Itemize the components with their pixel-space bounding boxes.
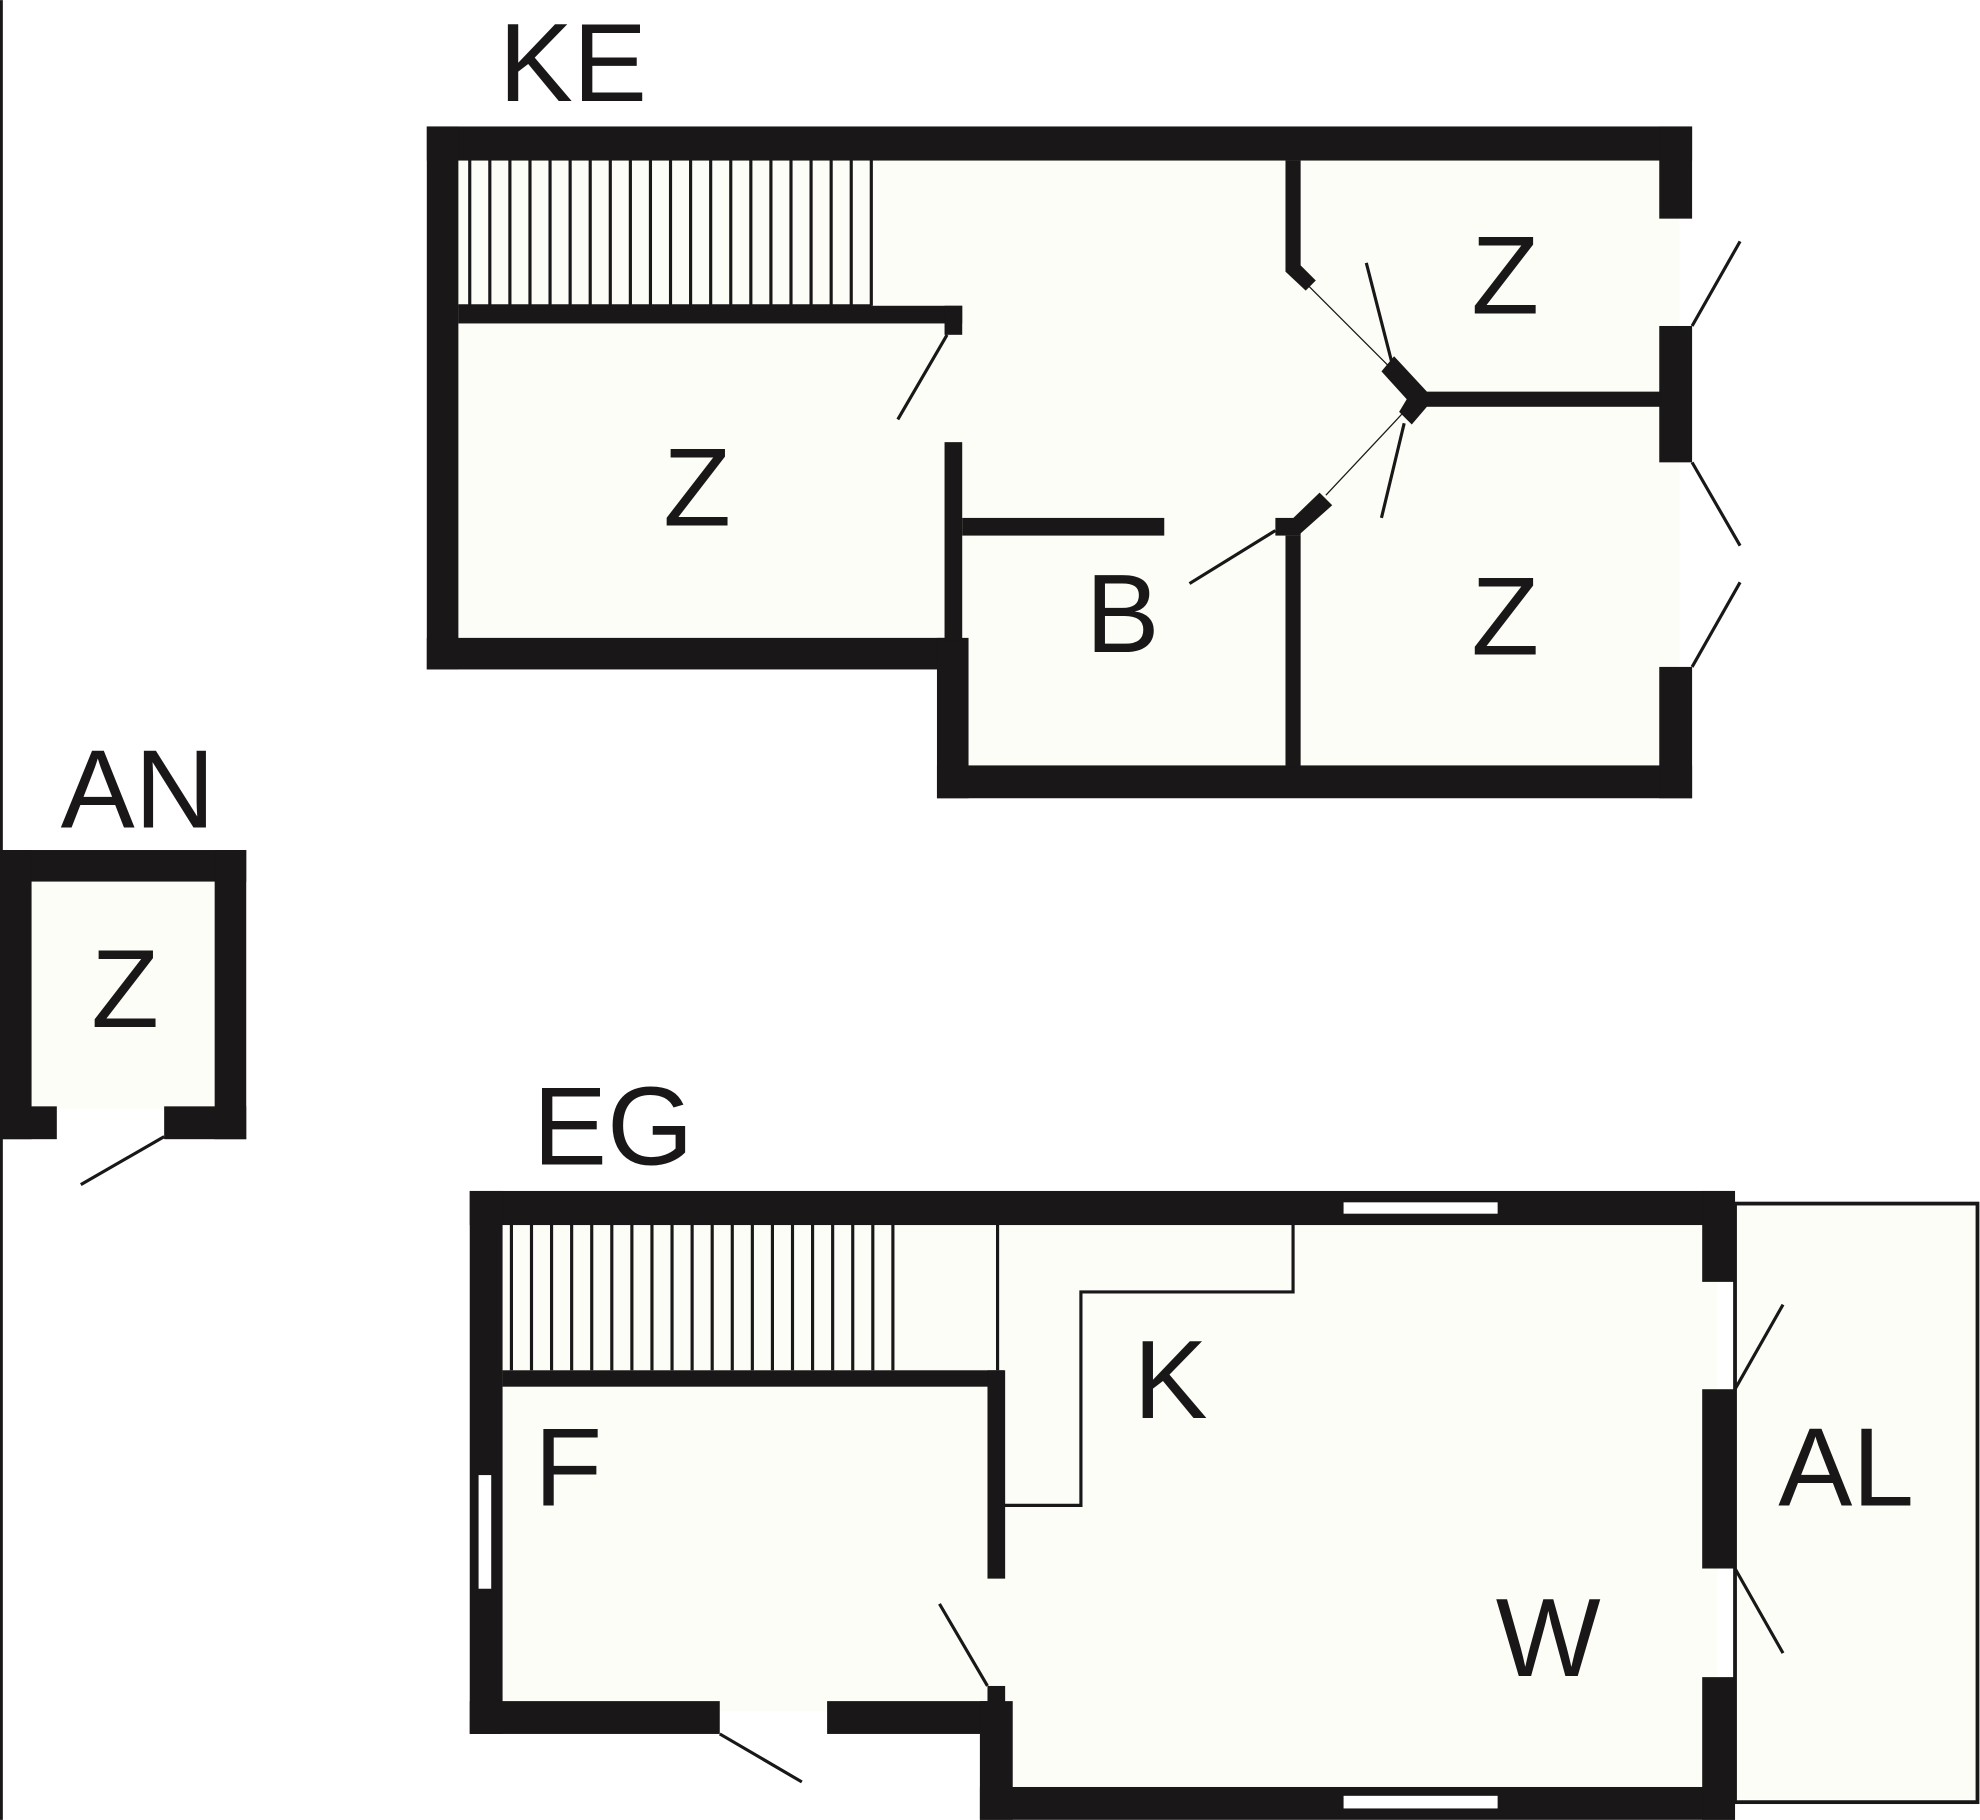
wall — [1285, 160, 1301, 272]
wall — [1702, 1677, 1736, 1820]
wall — [1381, 356, 1427, 425]
door-swing — [1690, 461, 1742, 547]
opening-edge — [1307, 285, 1390, 367]
floor-ke: KE Z Z B Z — [426, 0, 1742, 799]
room-label: AL — [1778, 1404, 1914, 1529]
room-fill — [31, 881, 215, 1109]
wall — [0, 1106, 57, 1140]
wall — [164, 1106, 247, 1140]
wall — [0, 850, 247, 882]
kitchen-counter — [1003, 1225, 1295, 1507]
wall — [458, 305, 963, 324]
room-label: Z — [1471, 553, 1539, 678]
wall — [1659, 325, 1693, 463]
wall — [469, 1190, 503, 1734]
floor-an: AN Z — [0, 726, 247, 1187]
window — [1341, 1199, 1501, 1217]
floor-label-eg: EG — [533, 1063, 694, 1188]
door-swing — [1379, 422, 1406, 519]
door-swing — [896, 334, 949, 421]
wall — [1285, 535, 1301, 768]
wall — [987, 1370, 1006, 1579]
door-swing — [80, 1135, 165, 1187]
window — [476, 1472, 494, 1592]
room-fill — [997, 1692, 1718, 1800]
wall — [1702, 1389, 1736, 1569]
room-label: F — [534, 1404, 602, 1529]
door-swing — [1188, 529, 1277, 585]
door-swing — [1364, 262, 1394, 362]
room-fill — [953, 631, 1680, 784]
room-label: Z — [91, 926, 159, 1051]
floor-label-an: AN — [61, 726, 215, 851]
wall — [936, 765, 1693, 799]
wall — [1659, 126, 1693, 219]
room-label: W — [1496, 1575, 1601, 1700]
wall — [0, 850, 32, 1140]
wall — [1702, 1190, 1736, 1282]
wall — [426, 126, 459, 670]
wall — [426, 126, 1693, 161]
door-swing — [938, 1603, 989, 1687]
door-swing — [718, 1732, 803, 1784]
wall — [426, 637, 958, 670]
wall — [827, 1701, 992, 1734]
wall — [469, 1701, 720, 1734]
wall — [1659, 666, 1693, 799]
door-swing — [1733, 1567, 1785, 1654]
room-label: Z — [663, 424, 731, 549]
room-fill-al — [1735, 1206, 1975, 1800]
wall — [1285, 265, 1316, 291]
wall — [962, 517, 1165, 536]
floor-label-ke: KE — [499, 0, 647, 125]
wall — [214, 850, 247, 1140]
room-label: Z — [1471, 212, 1539, 337]
window — [1341, 1793, 1501, 1811]
door-swing — [1690, 581, 1742, 668]
wall — [944, 305, 963, 335]
wall — [1285, 492, 1333, 536]
wall — [1416, 391, 1662, 407]
door-swing — [1690, 240, 1742, 327]
wall — [469, 1190, 1736, 1226]
door-swing — [1733, 1303, 1785, 1390]
stairs-eg — [509, 1225, 895, 1371]
wall — [502, 1370, 1004, 1387]
room-label: K — [1134, 1317, 1208, 1442]
room-label: B — [1086, 551, 1160, 676]
floor-eg: EG K F W AL — [469, 1063, 1980, 1820]
opening-edge — [1325, 413, 1403, 496]
wall — [944, 442, 963, 642]
wall — [987, 1685, 1006, 1703]
stairs-ke — [468, 160, 873, 306]
